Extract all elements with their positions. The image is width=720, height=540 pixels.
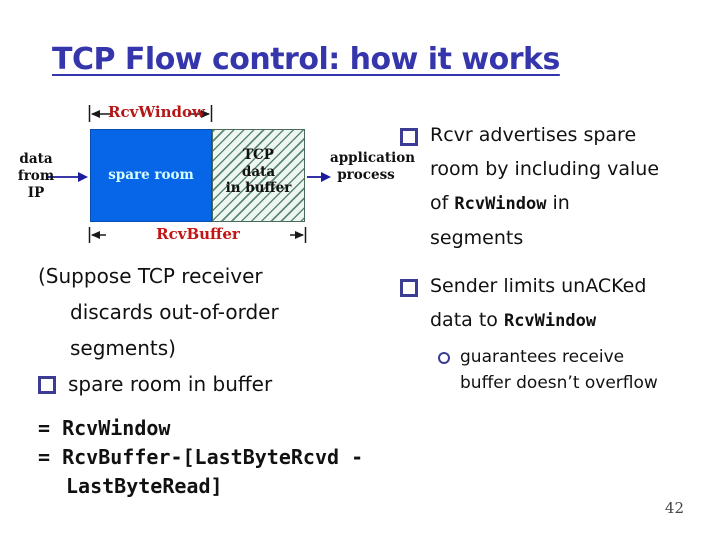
application-line2: process: [337, 167, 395, 183]
tcp-data-region: [212, 129, 305, 222]
suppose-note-line1: (Suppose TCP receiver: [38, 264, 263, 288]
square-bullet-icon: [400, 128, 418, 146]
sender-line2-pre: data to: [430, 309, 504, 331]
tcp-data-line1: TCP: [243, 147, 274, 163]
slide-title: TCP Flow control: how it works: [52, 42, 560, 77]
sub-bullet-text: guarantees receive buffer doesn’t overfl…: [460, 344, 658, 396]
suppose-note-line2: discards out-of-order: [70, 300, 279, 324]
sub-bullet-guarantees: guarantees receive buffer doesn’t overfl…: [400, 344, 710, 396]
guarantees-line1: guarantees receive: [460, 347, 625, 367]
rcvr-line2: room by including value: [430, 158, 660, 180]
sender-line1: Sender limits unACKed: [430, 275, 647, 297]
equation-line3: LastByteRead]: [66, 474, 223, 498]
tcp-data-line3: in buffer: [225, 180, 292, 196]
rcvbuffer-label: RcvBuffer: [156, 225, 240, 243]
data-out-arrow: [307, 172, 331, 182]
bullet-rcvr-advertises-text: Rcvr advertises spare room by including …: [430, 118, 659, 255]
right-column: Rcvr advertises spare room by including …: [400, 118, 710, 396]
rcvwindow-code: RcvWindow: [454, 194, 547, 214]
bullet-sender-limits-text: Sender limits unACKed data to RcvWindow: [430, 269, 646, 338]
page-number: 42: [664, 499, 684, 517]
guarantees-line2: buffer doesn’t overflow: [460, 373, 658, 393]
data-from-line2: IP: [27, 185, 45, 201]
rcvwindow-label: RcvWindow: [108, 103, 205, 121]
data-from-ip-label: data from IP: [4, 151, 68, 202]
application-process-label: application process: [330, 150, 416, 184]
rcvwindow-code: RcvWindow: [503, 311, 597, 331]
rcvr-line3-pre: of: [430, 192, 455, 214]
rcvr-line1: Rcvr advertises spare: [430, 124, 637, 146]
square-bullet-icon: [38, 376, 56, 394]
circle-bullet-icon: [438, 352, 450, 364]
application-line1: application: [330, 150, 416, 166]
tcp-data-line2: data: [241, 163, 276, 180]
spare-room-label: spare room: [108, 167, 194, 183]
rcvr-line4: segments: [430, 227, 524, 249]
equation-line2: = RcvBuffer-[LastByteRcvd -: [38, 445, 364, 469]
left-column: (Suppose TCP receiver discards out-of-or…: [38, 258, 388, 501]
bullet-spare-room: spare room in buffer: [38, 366, 388, 402]
suppose-note-line3: segments): [70, 336, 176, 360]
bullet-rcvr-advertises: Rcvr advertises spare room by including …: [400, 118, 710, 255]
tcp-data-in-buffer-label: TCP data in buffer: [212, 147, 305, 197]
bullet-sender-limits: Sender limits unACKed data to RcvWindow: [400, 269, 710, 338]
square-bullet-icon: [400, 279, 418, 297]
equations: = RcvWindow = RcvBuffer-[LastByteRcvd - …: [38, 414, 388, 501]
data-from-line1: data from: [17, 151, 55, 184]
rcvr-line3-post: in: [546, 192, 570, 214]
bullet-spare-room-label: spare room in buffer: [68, 372, 273, 396]
sender-line2: data to RcvWindow: [430, 303, 646, 338]
rcvr-line3: of RcvWindow in: [430, 186, 659, 221]
spare-room-region: [90, 129, 212, 222]
equation-line1: = RcvWindow: [38, 416, 171, 440]
